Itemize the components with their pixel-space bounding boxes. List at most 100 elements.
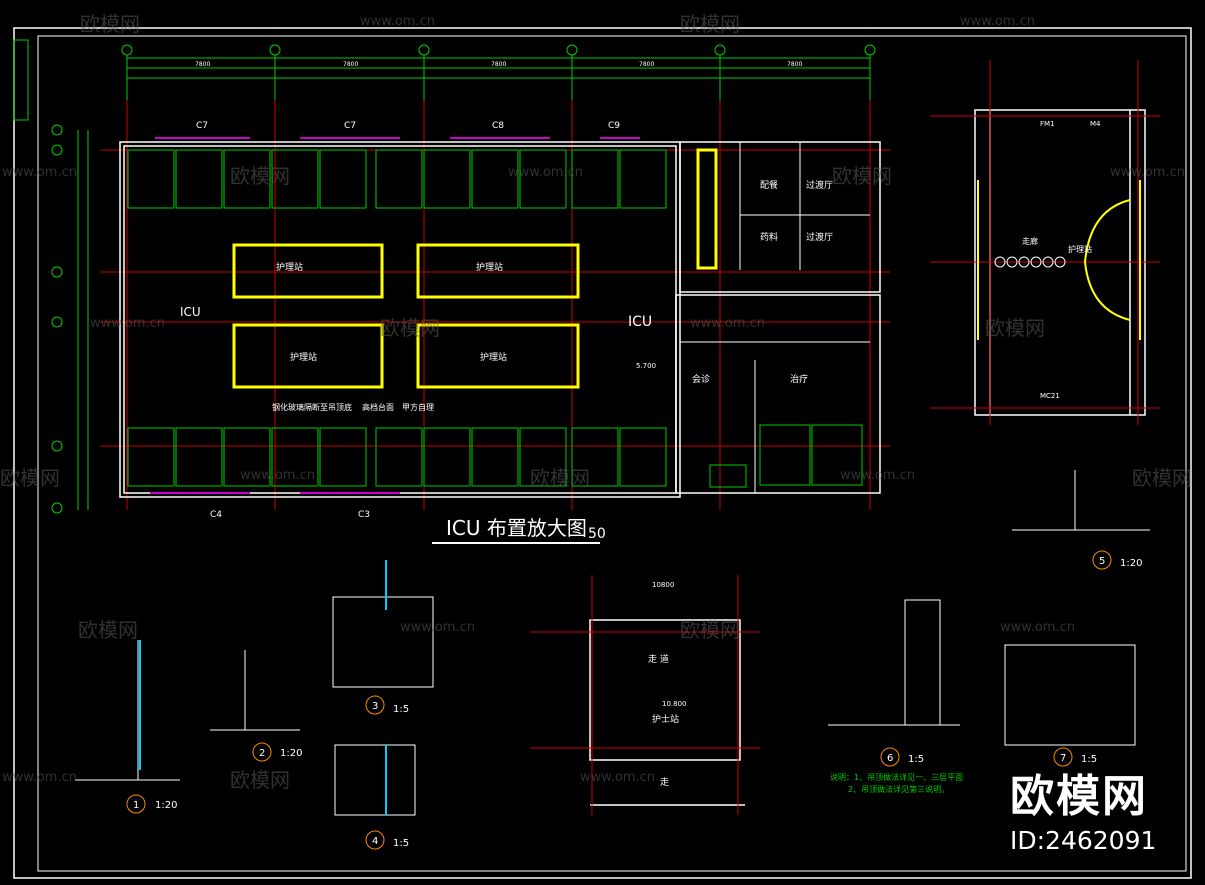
axis-lines [100, 100, 890, 510]
detail-3-scale: 1:5 [393, 704, 409, 715]
sub-elev: 10.800 [662, 700, 687, 708]
inner-frame [37, 35, 1187, 872]
dim-4: 7800 [639, 61, 654, 68]
sub-plan [589, 619, 745, 806]
detail-bubbles [126, 550, 1112, 850]
note-bottom-1: 说明：1、吊顶做法详见一、三层平面 [830, 772, 963, 782]
watermark-url: www.om.cn [360, 14, 435, 29]
plan-title: ICU 布置放大图 [446, 516, 587, 540]
room-storage: 药料 [760, 231, 778, 243]
watermark-url: www.om.cn [240, 468, 315, 483]
right-station: 护理站 [1068, 244, 1092, 254]
detail-1-scale: 1:20 [155, 800, 177, 811]
watermark: 欧模网 [832, 164, 892, 188]
window-c3: C3 [358, 510, 370, 520]
left-grid [51, 124, 89, 514]
sub-width: 10800 [652, 581, 674, 589]
station-label-3: 护理站 [290, 351, 317, 363]
right-plan-curtain [994, 256, 1066, 268]
watermark: 欧模网 [985, 316, 1045, 340]
watermark-url: www.om.cn [90, 316, 165, 331]
detail-2-num: 2 [259, 748, 265, 759]
sub-plan-axes [530, 575, 760, 815]
icu-label-left: ICU [180, 305, 201, 319]
icu-walls [119, 141, 881, 498]
watermark: 欧模网 [78, 618, 138, 642]
window-c7-b: C7 [344, 121, 356, 131]
room-consult: 会诊 [692, 373, 710, 385]
watermark-url: www.om.cn [1000, 620, 1075, 635]
watermark: 欧模网 [380, 316, 440, 340]
note-counter: 高档台面 [362, 402, 394, 412]
right-door-fm1: FM1 [1040, 120, 1055, 128]
outer-frame [13, 27, 1192, 879]
station-label-1: 护理站 [276, 261, 303, 273]
right-plan-station [977, 180, 1141, 340]
sub-station: 护士站 [652, 713, 679, 725]
room-lobby-1: 过渡厅 [806, 179, 833, 191]
room-treatment: 治疗 [790, 373, 808, 385]
beds-bottom [127, 424, 863, 488]
note-glass: 钢化玻璃隔断至吊顶底 [272, 402, 352, 412]
right-plan-axes [930, 60, 1160, 425]
right-rooms [680, 142, 870, 493]
watermark: 欧模网 [0, 466, 60, 490]
watermark: 欧模网 [80, 12, 140, 36]
detail-3-num: 3 [372, 701, 378, 712]
watermark-url: www.om.cn [508, 165, 583, 180]
watermark: 欧模网 [230, 164, 290, 188]
window-c4: C4 [210, 510, 222, 520]
window-c9: C9 [608, 121, 620, 131]
top-grid [121, 44, 876, 100]
windows [150, 137, 640, 494]
detail-7-num: 7 [1060, 753, 1066, 764]
brand-id: ID:2462091 [1010, 826, 1157, 855]
dim-3: 7800 [491, 61, 506, 68]
detail-2-scale: 1:20 [280, 748, 302, 759]
detail-7-scale: 1:5 [1081, 754, 1097, 765]
icu-label-right: ICU [628, 314, 652, 330]
watermark-url: www.om.cn [1110, 165, 1185, 180]
room-lobby-2: 过渡厅 [806, 231, 833, 243]
detail-6-scale: 1:5 [908, 754, 924, 765]
watermark: 欧模网 [230, 768, 290, 792]
plan-scale: 50 [588, 526, 606, 542]
beds-top [127, 149, 667, 209]
window-c8: C8 [492, 121, 504, 131]
nurse-stations [232, 148, 718, 389]
detail-sections [75, 470, 1150, 816]
watermark-url: www.om.cn [400, 620, 475, 635]
dim-5: 7800 [787, 61, 802, 68]
brand-name: 欧模网 [1010, 771, 1148, 822]
note-bottom-2: 2、吊顶做法详见第三说明。 [848, 784, 949, 794]
station-label-2: 护理站 [476, 261, 503, 273]
detail-5-num: 5 [1099, 556, 1105, 567]
detail-6-num: 6 [887, 753, 893, 764]
station-label-4: 护理站 [480, 351, 507, 363]
dim-2: 7800 [343, 61, 358, 68]
glass-lines [139, 560, 387, 815]
watermark-url: www.om.cn [580, 770, 655, 785]
detail-4-scale: 1:5 [393, 838, 409, 849]
watermark-url: www.om.cn [2, 770, 77, 785]
watermark-url: www.om.cn [690, 316, 765, 331]
elevation-label: 5.700 [636, 362, 656, 370]
watermark: 欧模网 [530, 466, 590, 490]
watermark: 欧模网 [680, 618, 740, 642]
watermark-url: www.om.cn [840, 468, 915, 483]
dim-1: 7800 [195, 61, 210, 68]
brand-stamp: 欧模网 ID:2462091 [1010, 760, 1190, 855]
right-door-m4: M4 [1090, 120, 1101, 128]
window-c7-a: C7 [196, 121, 208, 131]
watermark: 欧模网 [1132, 466, 1192, 490]
note-owner: 甲方自理 [402, 402, 434, 412]
watermark-url: www.om.cn [960, 14, 1035, 29]
watermark-url: www.om.cn [2, 165, 77, 180]
detail-4-num: 4 [372, 836, 378, 847]
right-mc21: MC21 [1040, 392, 1060, 400]
right-corridor: 走廊 [1022, 236, 1038, 246]
title-strip [13, 39, 29, 121]
room-dining: 配餐 [760, 179, 778, 191]
sub-corridor: 走 道 [648, 653, 669, 665]
